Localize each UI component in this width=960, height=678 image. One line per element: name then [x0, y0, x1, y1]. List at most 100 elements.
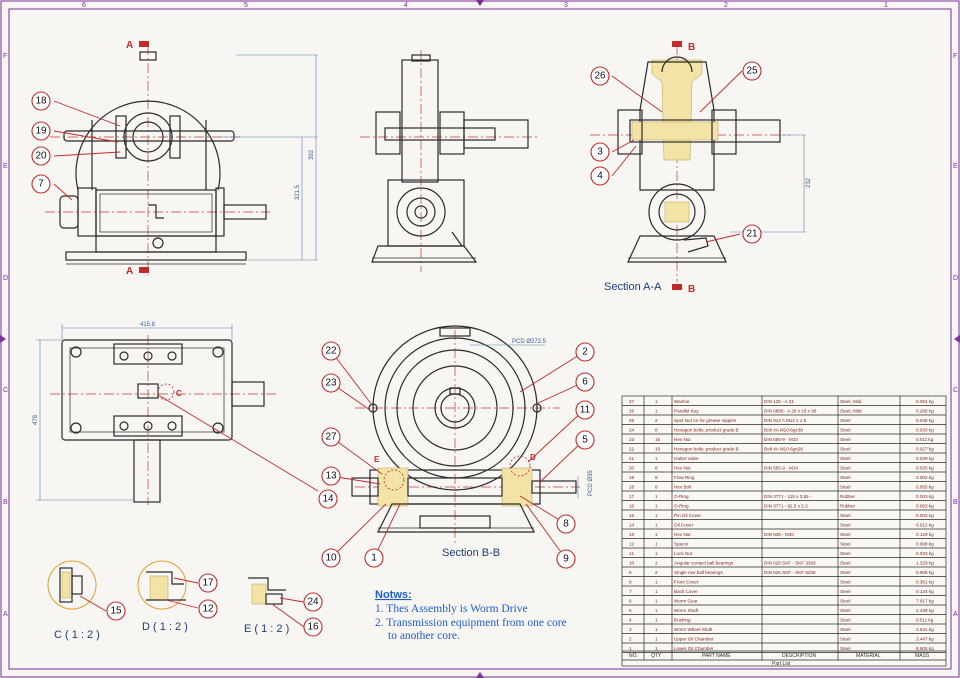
bom-cell-part: Spot Nut on for grease nipples	[674, 418, 737, 423]
bom-cell-no: 11	[629, 551, 634, 556]
zone-row-right: B	[953, 499, 958, 506]
detail-mark-e: E	[374, 455, 380, 464]
bom-cell-part: Worm Wheel Shaft	[674, 627, 713, 632]
bom-cell-material: Steel	[840, 551, 850, 556]
svg-text:19: 19	[35, 126, 47, 137]
zone-row-left: F	[3, 53, 7, 60]
detail-mark-c: C	[176, 389, 182, 398]
bom-cell-qty: 1	[655, 408, 658, 413]
plan-view: 415.8 478 C	[33, 322, 278, 505]
zone-row-right: F	[953, 53, 957, 60]
svg-text:10: 10	[325, 553, 337, 564]
bom-cell-part: Lower Oil Chamber	[674, 646, 714, 651]
bom-cell-desc: Bolt 4A M10-6gx28	[764, 446, 803, 451]
bom-cell-mass: 0.033 kg	[916, 551, 934, 556]
bom-cell-no: 12	[629, 541, 635, 546]
bom-cell-mass: 0.054 kg	[916, 399, 934, 404]
svg-text:9: 9	[563, 554, 569, 565]
zone-row-left: C	[3, 387, 8, 394]
bom-cell-desc: DIN 6885 - A 28 x 16 x 90	[764, 408, 817, 413]
bom-cell-mass: 0.129 kg	[916, 532, 934, 537]
bom-cell-desc: DIN 3771 - 92.5 x 5.3	[764, 503, 808, 508]
svg-text:6: 6	[582, 377, 588, 388]
section-arrow	[672, 41, 682, 47]
bom-cell-no: 26	[629, 408, 635, 413]
zone-row-left: D	[3, 275, 8, 282]
bom-cell-qty: 1	[655, 608, 658, 613]
bom-cell-material: Steel	[840, 532, 850, 537]
sheet-center-mark	[476, 672, 484, 678]
bom-cell-material: Steel	[840, 636, 850, 641]
zone-col-top: 3	[564, 2, 568, 9]
bom-cell-material: Steel	[840, 598, 850, 603]
bom-cell-no: 9	[629, 570, 632, 575]
bom-cell-no: 25	[629, 418, 635, 423]
balloon-3: 3	[590, 142, 610, 162]
bom-cell-mass: 0.002 kg	[916, 475, 934, 480]
bom-cell-qty: 1	[655, 636, 658, 641]
bom-cell-material: Steel	[840, 437, 850, 442]
bom-header-desc: DESCRIPTION	[782, 653, 817, 659]
notes-title: Notws:	[375, 589, 412, 601]
bom-cell-mass: 0.003 kg	[916, 513, 934, 518]
bom-cell-material: Steel	[840, 541, 850, 546]
bom-cell-mass: 8.605 kg	[916, 646, 934, 651]
bom-cell-mass: 0.003 kg	[916, 494, 934, 499]
bom-cell-material: Steel	[840, 608, 850, 613]
bom-cell-qty: 8	[655, 484, 658, 489]
balloon-7: 7	[31, 174, 51, 194]
bom-cell-part: Upper Oil Chamber	[674, 636, 714, 641]
bom-cell-desc: DIN 555-9 - M14	[764, 465, 798, 470]
bom-cell-no: 22	[629, 446, 635, 451]
bom-cell-mass: 0.003 kg	[916, 503, 934, 508]
svg-text:20: 20	[35, 151, 47, 162]
bom-cell-material: Steel	[840, 475, 850, 480]
balloon-19: 19	[31, 121, 51, 141]
bom-cell-material: Steel, Mild	[840, 408, 862, 413]
bom-cell-part: Hexagon bolts, product grade B	[674, 427, 739, 432]
sheet-inner-border	[8, 8, 952, 670]
bom-cell-qty: 1	[655, 522, 658, 527]
bom-cell-material: Steel	[840, 646, 850, 651]
balloon-4: 4	[590, 166, 610, 186]
bom-cell-part: Oil Cover	[674, 522, 694, 527]
svg-text:22: 22	[325, 346, 337, 357]
bom-cell-part: Back Cover	[674, 589, 698, 594]
bom-cell-material: Steel	[840, 446, 850, 451]
bom-cell-no: 3	[629, 627, 632, 632]
bom-cell-no: 8	[629, 579, 632, 584]
bom-cell-mass: 2.439 kg	[916, 608, 934, 613]
bom-cell-no: 6	[629, 598, 632, 603]
zone-row-left: B	[3, 499, 8, 506]
bom-cell-qty: 8	[655, 465, 658, 470]
bom-cell-qty: 1	[655, 456, 658, 461]
bom-cell-qty: 1	[655, 646, 658, 651]
bom-cell-no: 13	[629, 532, 635, 537]
bom-cell-no: 21	[629, 456, 635, 461]
sheet-center-mark	[0, 335, 6, 343]
bom-cell-qty: 16	[655, 437, 661, 442]
section-mark-a-top: A	[126, 40, 133, 51]
dim-front-outer: 392	[309, 149, 315, 160]
bom-cell-material: Steel	[840, 579, 850, 584]
notes-block: Notws: 1. Thes Assembly is Worm Drive 2.…	[375, 589, 567, 642]
bom-cell-qty: 1	[655, 627, 658, 632]
zone-col-top: 4	[404, 2, 408, 9]
bom-cell-part: Washer	[674, 399, 690, 404]
sheet-center-mark	[954, 335, 960, 343]
front-view: 321.5 392 A A	[45, 40, 318, 277]
bom-cell-qty: 1	[655, 513, 658, 518]
balloon-8: 8	[556, 514, 576, 534]
zone-col-top: 1	[884, 2, 888, 9]
balloon-25: 25	[742, 61, 762, 81]
svg-text:27: 27	[325, 432, 337, 443]
svg-text:23: 23	[325, 378, 337, 389]
section-bb-label: Section B-B	[442, 547, 500, 559]
bom-cell-part: Outlet Valve	[674, 456, 699, 461]
bom-cell-material: Steel	[840, 484, 850, 489]
bom-cell-part: O-Ring	[674, 494, 689, 499]
bom-cell-mass: 0.605 kg	[916, 570, 934, 575]
dim-front-inner: 321.5	[295, 184, 301, 200]
svg-text:16: 16	[307, 622, 319, 633]
bom-cell-no: 16	[629, 503, 635, 508]
